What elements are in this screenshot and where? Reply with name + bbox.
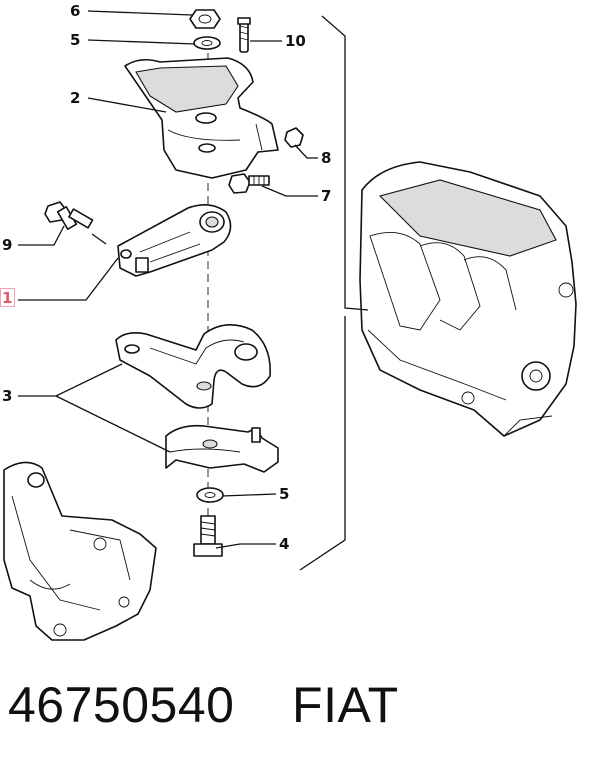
part-5-washer-bottom[interactable] [196, 487, 224, 503]
callout-5-bottom: 5 [279, 485, 289, 503]
part-8-nut[interactable] [284, 127, 304, 148]
engine-block-sketch [359, 161, 577, 437]
callout-3: 3 [2, 387, 12, 405]
part-2-upper-bracket[interactable] [124, 57, 279, 179]
part-4-bolt[interactable] [193, 515, 223, 557]
part-3-lower-bracket-upper-view[interactable] [115, 324, 271, 409]
part-1-torque-rod[interactable] [117, 204, 232, 277]
part-7-bolt[interactable] [228, 173, 270, 194]
part-number: 46750540 [8, 677, 235, 733]
callout-8: 8 [321, 149, 331, 167]
callout-2: 2 [70, 89, 80, 107]
part-10-stud[interactable] [237, 17, 251, 53]
callout-1-highlight [0, 288, 15, 307]
callout-7: 7 [321, 187, 331, 205]
callout-9: 9 [2, 236, 12, 254]
leader-lines [18, 10, 369, 571]
callout-4: 4 [279, 535, 289, 553]
brand-name: FIAT [292, 677, 399, 733]
part-6-nut[interactable] [189, 9, 221, 29]
part-9-bolt[interactable] [44, 201, 94, 230]
callout-10: 10 [285, 32, 306, 50]
part-caption: 46750540 FIAT [8, 676, 399, 746]
callout-6: 6 [70, 2, 80, 20]
part-3-lower-bracket-lower-view[interactable] [165, 424, 279, 473]
callout-5-top: 5 [70, 31, 80, 49]
part-5-washer-top[interactable] [193, 36, 221, 50]
gearbox-housing-sketch [3, 461, 157, 641]
callout-1: 1 [2, 289, 12, 307]
